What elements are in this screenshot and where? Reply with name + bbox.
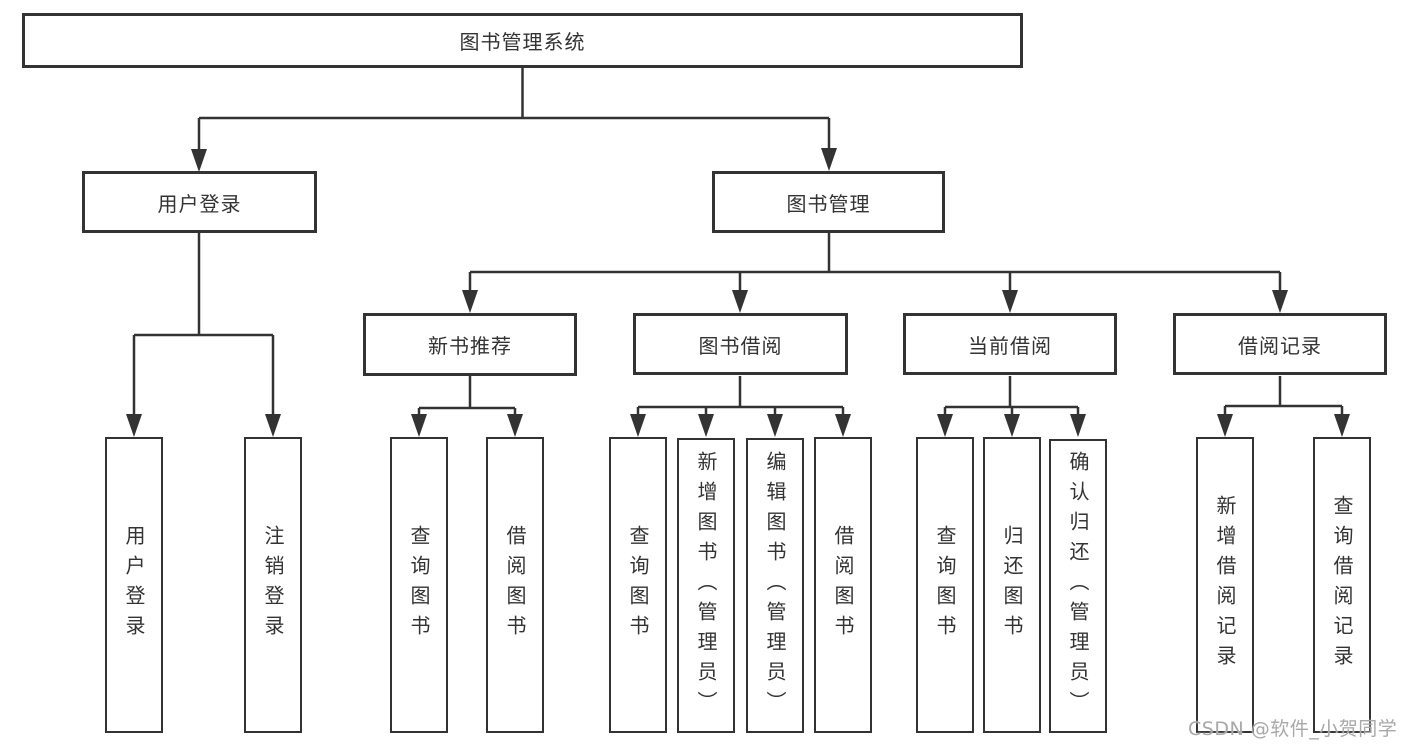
leaf-add-book-admin: 新增图书（管理员） [677, 438, 735, 733]
node-borrow-record: 借阅记录 [1173, 313, 1387, 375]
leaf-return-book: 归还图书 [983, 437, 1041, 733]
leaf-recommend-query-book: 查询图书 [390, 437, 448, 733]
node-book-borrow-label: 图书借阅 [698, 333, 783, 358]
node-book-management: 图书管理 [712, 171, 945, 233]
leaf-borrow-query-book-label: 查询图书 [626, 525, 650, 645]
node-user-login-label: 用户登录 [157, 191, 242, 216]
leaf-current-query-book: 查询图书 [916, 437, 974, 733]
node-book-borrow: 图书借阅 [633, 313, 848, 375]
leaf-logout: 注销登录 [244, 437, 302, 733]
leaf-edit-book-admin-label: 编辑图书（管理员） [763, 450, 787, 721]
csdn-watermark: CSDN @软件_小贺同学 [1188, 718, 1398, 740]
node-new-book-recommend: 新书推荐 [363, 313, 577, 376]
leaf-borrow-query-book: 查询图书 [609, 437, 667, 733]
node-user-login: 用户登录 [82, 171, 317, 233]
node-root: 图书管理系统 [22, 13, 1023, 68]
arrowheads [126, 148, 1350, 437]
leaf-borrow-borrow-book-label: 借阅图书 [831, 525, 855, 645]
leaf-edit-book-admin: 编辑图书（管理员） [746, 438, 804, 733]
leaf-user-login-label: 用户登录 [122, 525, 146, 645]
node-current-borrow-label: 当前借阅 [968, 333, 1052, 358]
leaf-query-borrow-record: 查询借阅记录 [1313, 437, 1371, 733]
leaf-current-query-book-label: 查询图书 [933, 525, 957, 645]
leaf-add-borrow-record-label: 新增借阅记录 [1213, 495, 1237, 675]
leaf-recommend-borrow-book-label: 借阅图书 [503, 525, 527, 645]
leaf-query-borrow-record-label: 查询借阅记录 [1330, 495, 1354, 675]
leaf-borrow-borrow-book: 借阅图书 [814, 437, 872, 733]
node-borrow-record-label: 借阅记录 [1238, 333, 1322, 358]
leaf-add-borrow-record: 新增借阅记录 [1196, 437, 1254, 733]
node-new-book-recommend-label: 新书推荐 [428, 334, 512, 358]
leaf-recommend-borrow-book: 借阅图书 [486, 437, 544, 733]
leaf-user-login: 用户登录 [105, 437, 163, 733]
leaf-confirm-return-admin-label: 确认归还（管理员） [1066, 451, 1090, 721]
leaf-return-book-label: 归还图书 [1000, 525, 1024, 645]
node-book-management-label: 图书管理 [786, 191, 871, 216]
leaf-logout-label: 注销登录 [261, 525, 285, 645]
leaf-recommend-query-book-label: 查询图书 [407, 525, 431, 645]
node-current-borrow: 当前借阅 [903, 313, 1117, 375]
node-root-label: 图书管理系统 [459, 30, 586, 54]
leaf-add-book-admin-label: 新增图书（管理员） [694, 450, 718, 721]
leaf-confirm-return-admin: 确认归还（管理员） [1049, 439, 1107, 733]
connector-paths [132, 68, 1344, 416]
